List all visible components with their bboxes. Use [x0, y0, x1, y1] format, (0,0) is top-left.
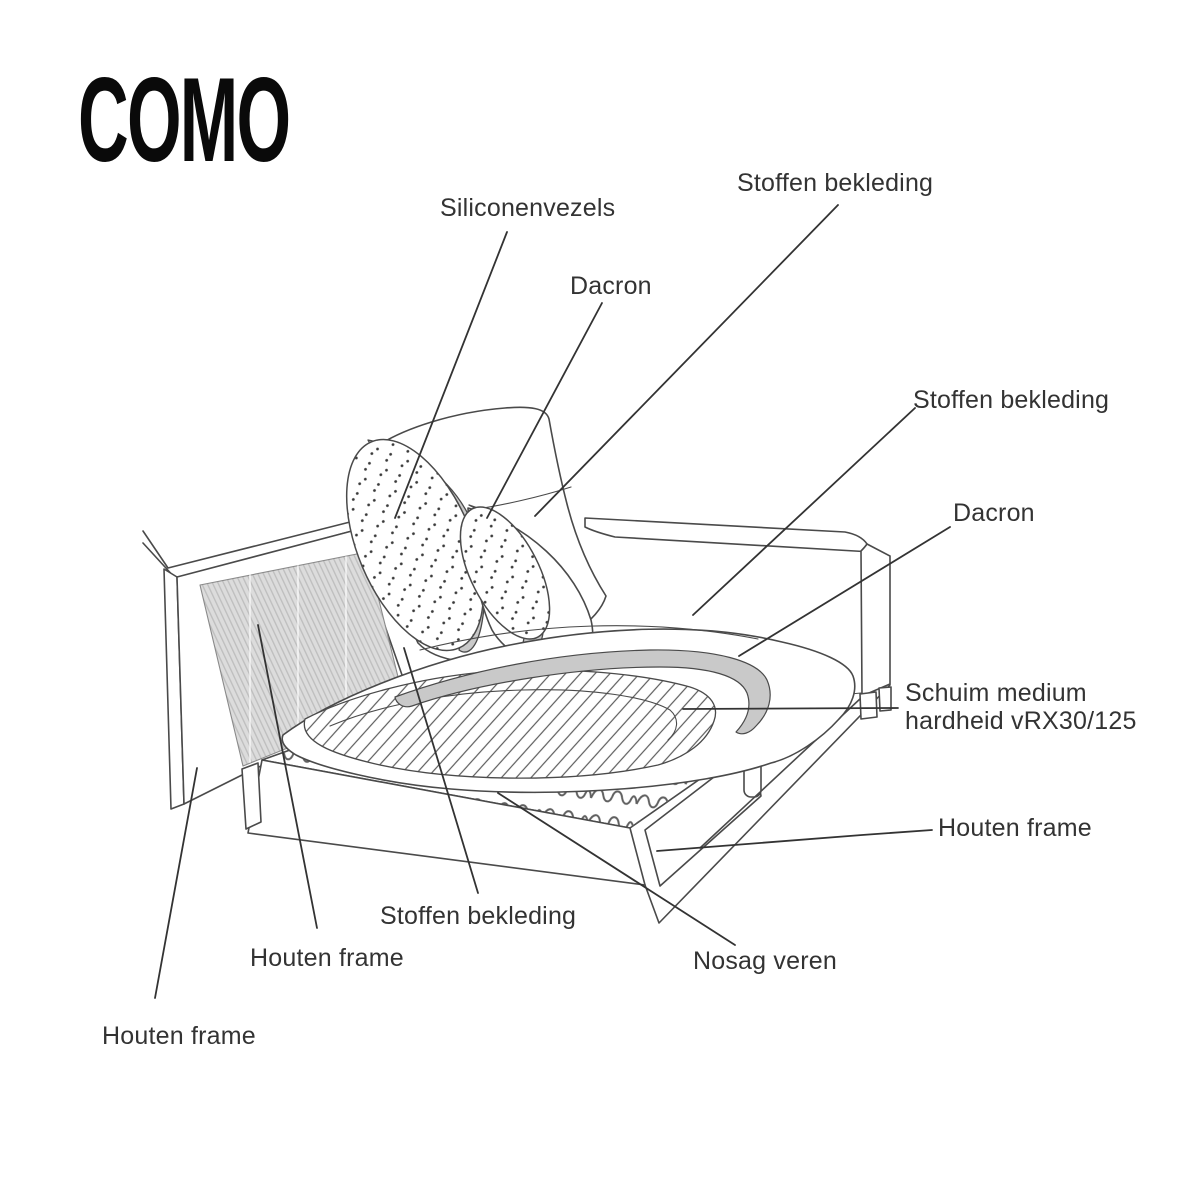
leader-stoffen-bekleding-bottom	[403, 647, 479, 894]
sofa-leg-back	[878, 686, 892, 712]
seat-cushion-cutaway	[281, 625, 856, 794]
part-label-text: Houten frame	[102, 1022, 256, 1050]
part-label-dacron-right: Dacron	[953, 499, 1035, 527]
sofa-illustration	[142, 406, 892, 924]
part-label-text: Houten frame	[250, 944, 404, 972]
part-label-text-line1: Schuim medium	[905, 679, 1087, 707]
part-label-dacron-top: Dacron	[570, 272, 652, 300]
part-label-stoffen-bekleding-top: Stoffen bekleding	[737, 169, 933, 197]
leader-dacron-top	[486, 302, 603, 519]
dacron-band-seat	[394, 649, 771, 735]
leader-siliconenvezels	[394, 231, 508, 519]
leader-schuim	[682, 707, 899, 710]
base-floor-edge	[644, 684, 891, 924]
back-rail-outer-line	[142, 521, 351, 569]
leader-dacron-right	[738, 526, 951, 657]
part-label-text: Stoffen bekleding	[737, 169, 934, 197]
frame-slat-lines	[249, 556, 347, 763]
leader-houten-frame-bottom-left	[154, 767, 198, 999]
part-label-text: Stoffen bekleding	[913, 386, 1110, 414]
part-label-text: Siliconenvezels	[440, 194, 616, 222]
back-cushion-small-cutaway	[459, 504, 594, 668]
armrest	[584, 517, 891, 713]
seat-top-contour	[419, 625, 759, 651]
part-label-houten-frame-right: Houten frame	[938, 814, 1092, 842]
leader-houten-frame-right	[656, 829, 933, 852]
part-label-siliconenvezels: Siliconenvezels	[440, 194, 615, 222]
part-label-text-line2: hardheid vRX30/125	[905, 707, 1137, 735]
sofa-leg-front	[859, 691, 878, 720]
part-label-stoffen-bekleding-right: Stoffen bekleding	[913, 386, 1109, 414]
leader-houten-frame-middle	[257, 624, 318, 929]
armrest-top-face	[584, 517, 873, 553]
part-label-text: Stoffen bekleding	[380, 902, 577, 930]
leader-nosag-veren	[497, 792, 736, 946]
leader-lines	[154, 204, 951, 999]
part-label-schuim: Schuim medium hardheid vRX30/125	[905, 679, 1137, 735]
part-label-nosag-veren: Nosag veren	[693, 947, 837, 975]
part-label-houten-frame-middle: Houten frame	[250, 944, 404, 972]
leader-stoffen-bekleding-right	[692, 407, 916, 616]
part-label-text: Houten frame	[938, 814, 1092, 842]
part-label-houten-frame-bottom-left: Houten frame	[102, 1022, 256, 1050]
part-label-stoffen-bekleding-bottom: Stoffen bekleding	[380, 902, 576, 930]
base-left-board	[241, 762, 262, 830]
leader-stoffen-bekleding-top	[534, 204, 839, 517]
product-title: COMO	[78, 53, 291, 187]
part-label-text: Nosag veren	[693, 947, 837, 975]
silicone-fiber-core-small	[459, 506, 551, 640]
part-label-text: Dacron	[570, 272, 652, 300]
part-label-text: Dacron	[953, 499, 1035, 527]
